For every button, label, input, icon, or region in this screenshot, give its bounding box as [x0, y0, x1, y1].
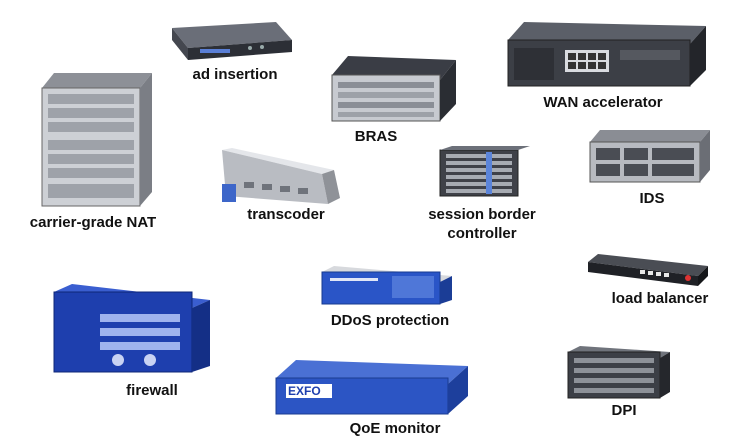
ad-insertion-label: ad insertion: [192, 66, 278, 83]
transcoder-label: transcoder: [247, 206, 325, 223]
load-balancer-label: load balancer: [611, 290, 709, 307]
ids-label: IDS: [639, 190, 665, 207]
dpi-label: DPI: [611, 402, 637, 419]
qoe-monitor-label: QoE monitor: [349, 420, 441, 437]
carrier-grade-nat-label: carrier-grade NAT: [29, 214, 157, 231]
bras-label: BRAS: [354, 128, 398, 145]
firewall-label: firewall: [126, 382, 178, 399]
session-border-controller-label: session border controller: [428, 206, 536, 242]
ddos-protection-label: DDoS protection: [330, 312, 450, 329]
wan-accelerator-label: WAN accelerator: [543, 94, 663, 111]
exfo-brand-text: EXFO: [288, 384, 321, 398]
